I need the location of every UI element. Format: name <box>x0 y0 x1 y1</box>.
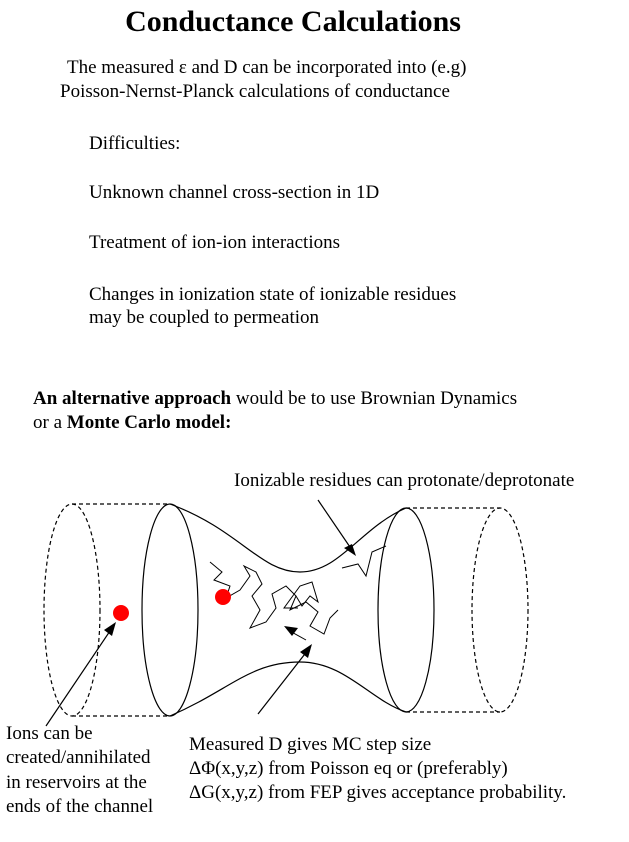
label-ions-line-3: in reservoirs at the <box>6 772 147 793</box>
alternative-line-1: An alternative approach would be to use … <box>33 387 517 411</box>
ion-channel <box>215 589 231 605</box>
difficulty-cross-section: Unknown channel cross-section in 1D <box>89 182 380 203</box>
arrow-ionizable-line <box>317 499 353 551</box>
right-channel-mouth <box>377 507 435 713</box>
random-walk-branch <box>283 581 319 609</box>
channel-top-wall <box>169 503 407 573</box>
arrow-ions-line <box>45 627 113 727</box>
intro-line-2: Poisson-Nernst-Planck calculations of co… <box>60 81 450 102</box>
arrow-ions-head <box>104 622 116 636</box>
alternative-line-1-rest: would be to use Brownian Dynamics <box>231 388 518 409</box>
channel-bottom-wall <box>169 661 407 717</box>
difficulty-ionization-line-1: Changes in ionization state of ionizable… <box>89 284 457 305</box>
alternative-approach-bold: An alternative approach <box>33 388 232 409</box>
label-ions-line-1: Ions can be <box>6 723 93 744</box>
arrow-inner-line <box>287 629 307 641</box>
label-ions-line-2: created/annihilated <box>6 747 151 768</box>
monte-carlo-bold: Monte Carlo model: <box>66 412 232 433</box>
left-reservoir-end <box>43 503 101 717</box>
intro-line-1: The measured ε and D can be incorporated… <box>67 57 467 78</box>
difficulty-ion-interactions: Treatment of ion-ion interactions <box>89 232 340 253</box>
difficulty-ionization-line-2: may be coupled to permeation <box>89 307 320 328</box>
arrow-ionizable-head <box>344 544 356 556</box>
alternative-line-2: or a Monte Carlo model: <box>33 411 231 435</box>
label-ionizable-residues: Ionizable residues can protonate/deproto… <box>234 470 575 491</box>
left-channel-mouth <box>141 503 199 717</box>
difficulties-heading: Difficulties: <box>89 133 181 154</box>
arrow-inner-head <box>284 626 298 636</box>
slide-title: Conductance Calculations <box>125 5 461 38</box>
label-ions-line-4: ends of the channel <box>6 796 154 817</box>
arrow-measured-line <box>257 649 309 715</box>
label-measured-line-3: ΔG(x,y,z) from FEP gives acceptance prob… <box>189 782 567 803</box>
ionizable-residue-mark <box>341 545 387 578</box>
label-measured-line-1: Measured D gives MC step size <box>189 734 432 755</box>
ion-reservoir <box>113 605 129 621</box>
label-measured-line-2: ΔΦ(x,y,z) from Poisson eq or (preferably… <box>189 758 508 779</box>
right-reservoir-end <box>471 507 529 713</box>
arrow-measured-head <box>300 644 312 658</box>
alternative-line-2-prefix: or a <box>33 412 67 433</box>
